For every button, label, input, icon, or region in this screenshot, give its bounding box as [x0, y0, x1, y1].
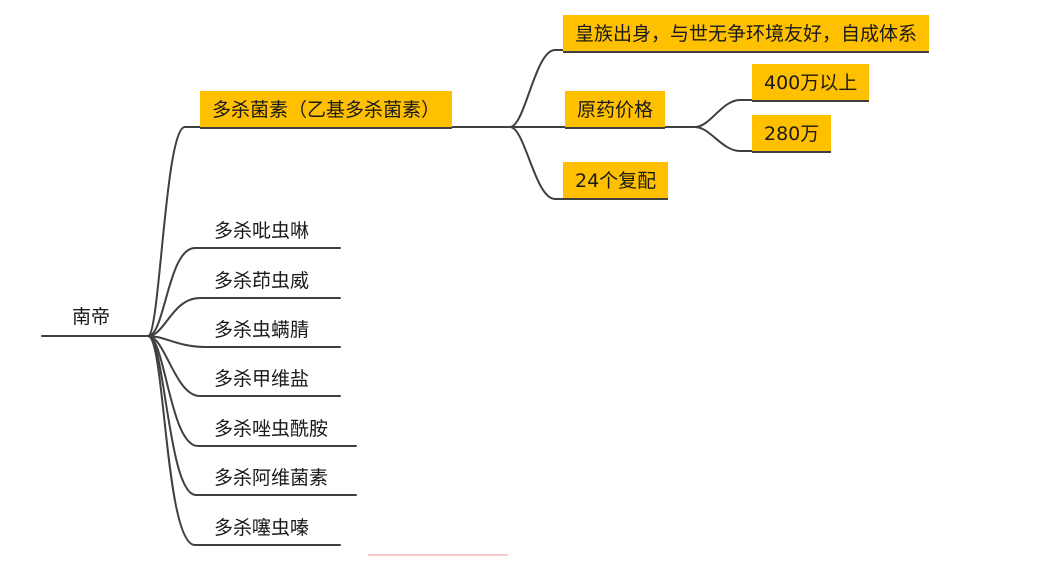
connector-s2-p2: [694, 126, 753, 152]
connector-root-o3: [147, 335, 341, 348]
root-node[interactable]: 南帝: [72, 306, 111, 328]
sub-node-2[interactable]: 原药价格: [565, 91, 666, 129]
connector-root-o1: [147, 247, 341, 337]
connector-main-s3: [509, 126, 564, 200]
other-node-6[interactable]: 多杀阿维菌素: [214, 467, 329, 489]
selection-marker: [368, 554, 508, 556]
connector-root-o4: [147, 335, 341, 397]
other-node-4[interactable]: 多杀甲维盐: [214, 368, 310, 390]
connector-s2-p1: [694, 99, 753, 128]
other-node-3[interactable]: 多杀虫螨腈: [214, 319, 310, 341]
sub-node-3[interactable]: 24个复配: [563, 162, 669, 200]
connector-root-main: [147, 126, 201, 337]
connector-main-s1: [509, 49, 564, 128]
other-node-5[interactable]: 多杀唑虫酰胺: [214, 418, 329, 440]
other-node-1[interactable]: 多杀吡虫啉: [214, 220, 310, 242]
main-branch-node[interactable]: 多杀菌素（乙基多杀菌素）: [200, 91, 453, 129]
other-node-7[interactable]: 多杀噻虫嗪: [214, 517, 310, 539]
connector-root-o7: [147, 335, 341, 546]
other-node-2[interactable]: 多杀茚虫威: [214, 270, 310, 292]
sub-node-1[interactable]: 皇族出身，与世无争环境友好，自成体系: [563, 15, 930, 53]
price-node-1[interactable]: 400万以上: [752, 64, 870, 102]
connector-root-o2: [147, 297, 341, 337]
price-node-2[interactable]: 280万: [752, 115, 832, 153]
